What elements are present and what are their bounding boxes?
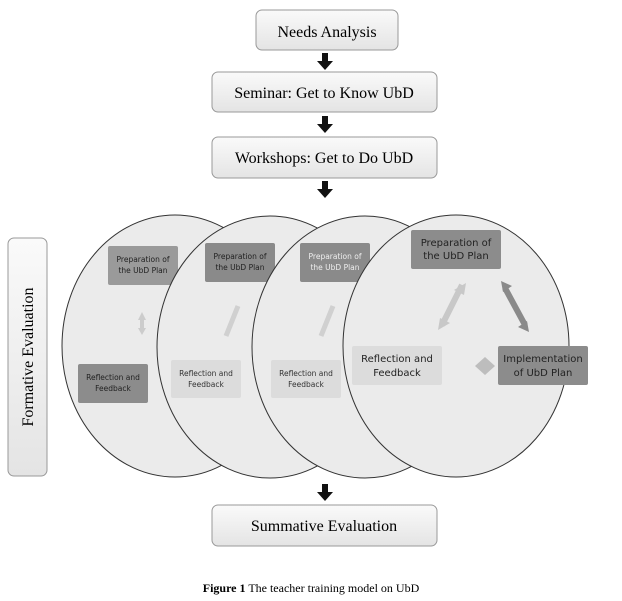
reflection-box	[78, 364, 148, 403]
double-arrow-icon	[438, 281, 529, 375]
reflection-box	[271, 360, 341, 398]
preparation-box	[108, 246, 178, 285]
arrow-down-icon	[317, 53, 333, 70]
svg-text:Summative Evaluation: Summative Evaluation	[251, 518, 397, 535]
reflection-box	[171, 360, 241, 398]
preparation-box	[205, 243, 275, 282]
figure-caption: Figure 1 The teacher training model on U…	[203, 581, 420, 595]
svg-text:Seminar: Get to Know UbD: Seminar: Get to Know UbD	[234, 85, 414, 102]
summative-evaluation-box: Summative Evaluation	[211, 504, 438, 547]
svg-text:Needs Analysis: Needs Analysis	[277, 24, 376, 41]
double-arrow-icon	[318, 305, 336, 337]
double-arrow-icon	[138, 312, 146, 335]
arrow-down-icon	[317, 181, 333, 198]
seminar-box: Seminar: Get to Know UbD	[211, 71, 438, 113]
arrow-down-icon	[317, 484, 333, 501]
implementation-box	[498, 346, 588, 385]
formative-evaluation-box: Formative Evaluation	[7, 237, 48, 477]
preparation-box	[411, 230, 501, 269]
arrow-down-icon	[317, 116, 333, 133]
workshops-box: Workshops: Get to Do UbD	[211, 136, 438, 179]
svg-text:Formative Evaluation: Formative Evaluation	[20, 287, 37, 426]
preparation-box	[300, 243, 370, 282]
svg-text:Workshops: Get to Do UbD: Workshops: Get to Do UbD	[235, 150, 413, 167]
double-arrow-icon	[223, 305, 241, 337]
reflection-box	[352, 346, 442, 385]
needs-analysis-box: Needs Analysis	[255, 9, 399, 51]
